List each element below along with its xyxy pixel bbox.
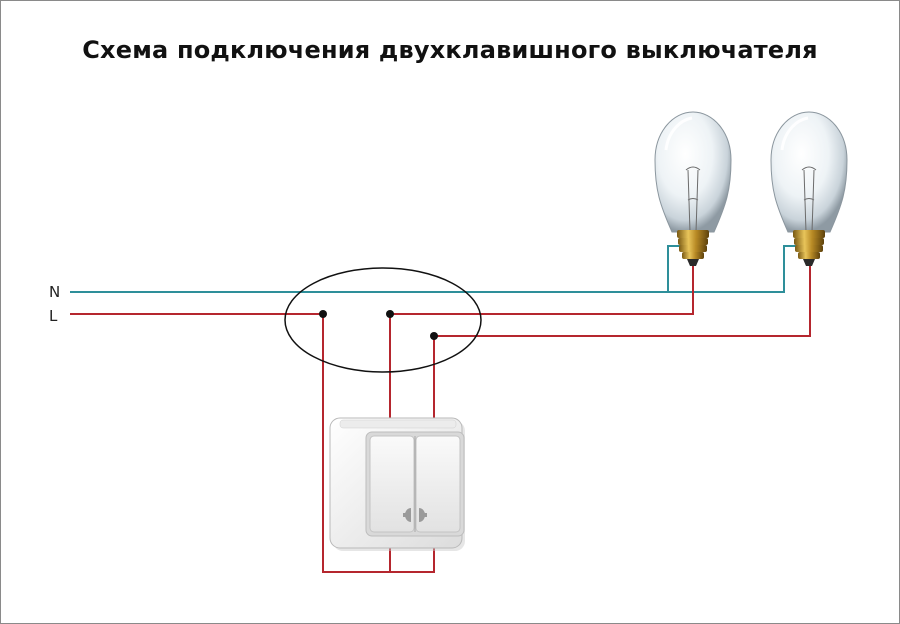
junction-dot [430,332,438,340]
line-wire-label: L [49,307,58,325]
neutral-wire-label: N [49,283,61,301]
diagram-title: Схема подключения двухклавишного выключа… [82,36,818,64]
switch-indicator-icon [403,508,427,522]
lamp-1 [654,111,732,266]
junction-dot [319,310,327,318]
junction-dots [319,310,438,340]
two-key-switch [329,417,465,551]
switch-left-key [369,435,415,533]
lamp-2 [770,111,848,266]
junction-box-outline [284,267,482,373]
switch-right-key [415,435,461,533]
junction-dot [386,310,394,318]
neutral-wire [70,245,800,293]
